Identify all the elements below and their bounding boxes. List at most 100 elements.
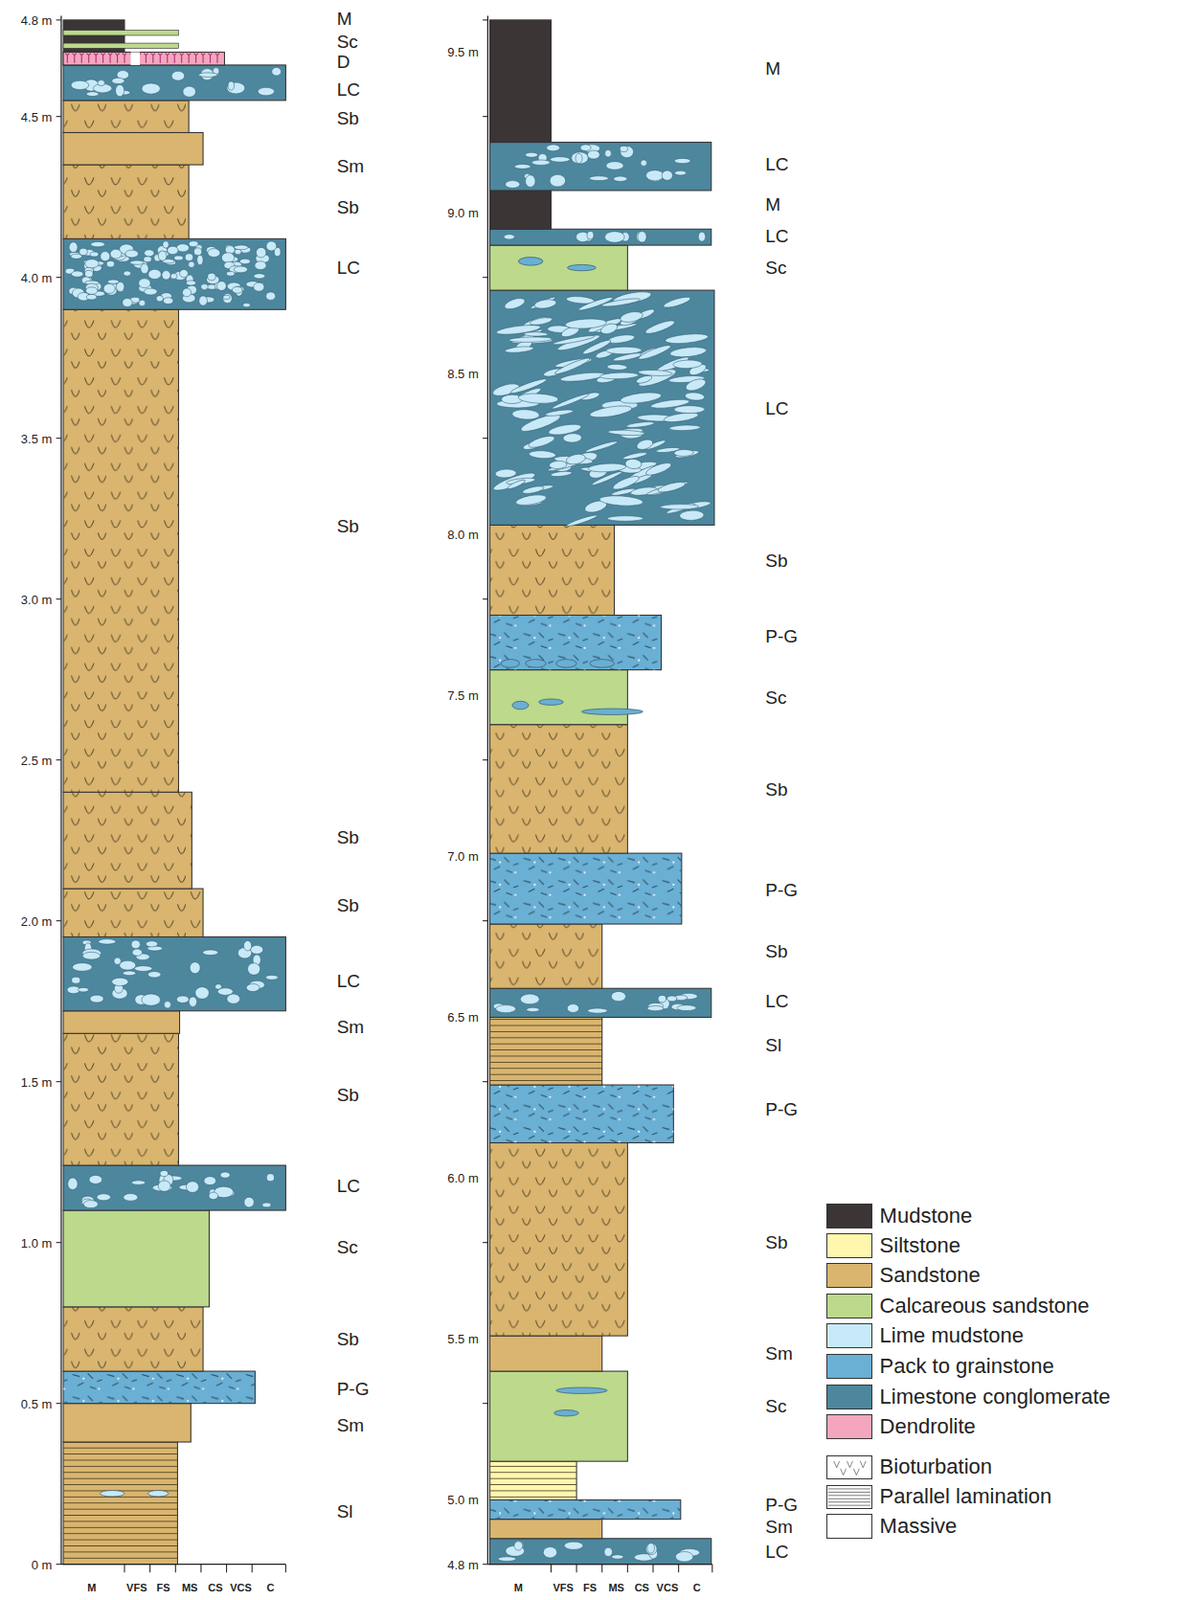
clast	[637, 342, 673, 362]
clast	[159, 1170, 168, 1176]
legend-swatch	[826, 1263, 873, 1288]
grain-tick	[285, 1564, 287, 1574]
clast	[519, 993, 540, 1005]
depth-tick	[482, 19, 488, 21]
sc-stripe	[63, 43, 179, 48]
grain-tick	[677, 1564, 679, 1574]
clast	[662, 294, 692, 310]
clast	[85, 270, 94, 277]
dendrolite-symbol	[158, 53, 162, 64]
clast	[635, 231, 647, 243]
grain-tick	[123, 1564, 125, 1574]
legend-text: Massive	[880, 1515, 958, 1537]
label: 2.0 m	[21, 914, 53, 927]
dendrolite-symbol	[165, 53, 170, 64]
lens	[525, 659, 546, 669]
bed-texture	[63, 888, 204, 937]
bed-texture	[63, 1307, 204, 1372]
clast	[131, 940, 140, 949]
label: Sl	[337, 1502, 354, 1521]
legend-text: Pack to grainstone	[880, 1355, 1055, 1378]
clast	[678, 510, 704, 521]
label: 9.0 m	[447, 206, 479, 220]
bed	[63, 132, 204, 165]
clast	[122, 298, 133, 308]
clast	[86, 91, 99, 97]
legend-swatch	[826, 1233, 873, 1259]
bed-texture	[490, 924, 603, 989]
clast	[115, 84, 125, 96]
clast	[497, 1557, 517, 1562]
label: LC	[765, 399, 789, 418]
dendrolite-symbol	[65, 53, 69, 64]
legend-text: Mudstone	[880, 1205, 973, 1227]
clast	[266, 1174, 274, 1182]
depth-tick	[482, 598, 488, 600]
clast	[659, 503, 699, 510]
bed	[490, 20, 552, 143]
clast	[171, 70, 185, 81]
clast	[257, 87, 274, 95]
grain-tick	[627, 1564, 629, 1574]
depth-tick	[56, 759, 62, 761]
clast	[528, 450, 556, 459]
bed	[490, 670, 629, 725]
bed	[490, 988, 712, 1017]
bed	[490, 1519, 603, 1539]
clast	[529, 316, 554, 327]
depth-tick	[56, 598, 62, 600]
depth-tick	[56, 1081, 62, 1083]
bed	[490, 142, 712, 191]
clast	[266, 241, 277, 251]
clast	[503, 234, 515, 240]
lamination-sample	[828, 1488, 871, 1490]
label: LC	[765, 226, 789, 246]
label: M	[765, 195, 781, 214]
bed	[63, 1210, 209, 1308]
clast	[515, 493, 547, 508]
clast	[253, 273, 266, 279]
clast	[125, 249, 139, 258]
clast	[542, 1547, 557, 1559]
label: 4.5 m	[21, 110, 53, 123]
clast	[674, 406, 705, 414]
clast	[610, 991, 626, 1001]
label: Sb	[765, 551, 788, 570]
legend-text: Calcareous sandstone	[880, 1295, 1090, 1317]
legend-text: Bioturbation	[880, 1456, 993, 1478]
clast	[156, 295, 163, 302]
clast	[620, 145, 634, 158]
clast	[106, 260, 114, 268]
label: P-G	[765, 626, 798, 645]
dendrolite-symbol	[93, 53, 98, 64]
label: 5.5 m	[447, 1332, 479, 1346]
clast	[103, 283, 115, 294]
label: Sc	[765, 687, 787, 706]
bed	[490, 1371, 629, 1462]
label: 8.0 m	[447, 528, 479, 542]
clast	[619, 390, 662, 406]
legend-text: Sandstone	[880, 1264, 981, 1287]
lamination-sample	[828, 1497, 871, 1499]
clast	[71, 976, 81, 984]
clast	[675, 170, 687, 176]
depth-tick	[482, 276, 488, 278]
label: Sl	[765, 1036, 782, 1055]
legend-swatch	[826, 1323, 873, 1349]
dendrolite-symbol	[87, 53, 91, 64]
bed	[490, 1461, 578, 1500]
clast	[207, 272, 216, 281]
clast	[619, 145, 628, 152]
legend-swatch	[826, 1203, 873, 1229]
clast	[608, 429, 646, 437]
lamination-sample	[828, 1501, 871, 1503]
label: 7.5 m	[447, 689, 479, 702]
clast	[684, 376, 708, 393]
label: LC	[337, 258, 361, 277]
bed	[63, 1033, 179, 1166]
bed	[490, 524, 615, 615]
clast	[147, 971, 161, 978]
clast	[552, 334, 595, 347]
clast	[221, 252, 234, 264]
dendrolite-symbol	[207, 53, 212, 64]
